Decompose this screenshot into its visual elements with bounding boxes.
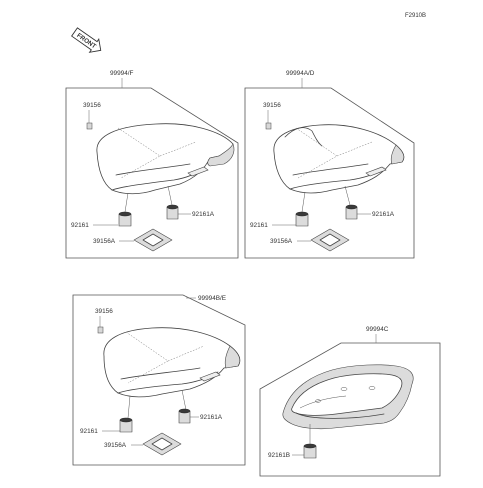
seat-cowl-panel-4 [282, 364, 414, 444]
front-arrow-icon: FRONT [71, 27, 102, 53]
clip-39156-panel-1 [86, 122, 93, 130]
assembly-label-panel-4: 99994C [366, 326, 389, 333]
part-label-panel-1-39156: 39156 [83, 102, 101, 109]
panel-3: 99994B/E 39156 92161 92161A 39156A [72, 294, 246, 466]
part-label-panel-4-92161B: 92161B [268, 452, 290, 459]
seat-panel-2 [273, 124, 405, 213]
part-label-panel-1-92161A: 92161A [192, 211, 215, 218]
part-label-panel-2-39156: 39156 [263, 102, 281, 109]
part-label-panel-2-92161: 92161 [250, 222, 268, 229]
part-label-panel-3-39156A: 39156A [104, 442, 127, 449]
clip-39156-panel-3 [97, 326, 104, 334]
assembly-label-panel-3: 99994B/E [198, 295, 226, 302]
panel-2: 99994A/D 39156 92161 92161A 39156A [244, 70, 415, 259]
diagram-code: F2910B [405, 13, 426, 19]
panel-1: 99994/F 39156 92161 92161A 39156A [65, 70, 239, 259]
seat-panel-3 [103, 327, 241, 419]
part-label-panel-2-92161A: 92161A [372, 211, 395, 218]
part-label-panel-1-92161: 92161 [71, 222, 89, 229]
part-label-panel-2-39156A: 39156A [270, 238, 293, 245]
part-label-panel-1-39156A: 39156A [93, 238, 116, 245]
part-label-panel-3-92161: 92161 [80, 428, 98, 435]
assembly-label-panel-2: 99994A/D [286, 70, 315, 77]
assembly-label-panel-1: 99994/F [110, 70, 134, 77]
panel-4: 99994C 92161B [259, 326, 441, 477]
part-label-panel-3-92161A: 92161A [200, 414, 223, 421]
seat-panel-1 [96, 123, 235, 213]
part-label-panel-3-39156: 39156 [95, 308, 113, 315]
clip-39156-panel-2 [265, 122, 272, 130]
